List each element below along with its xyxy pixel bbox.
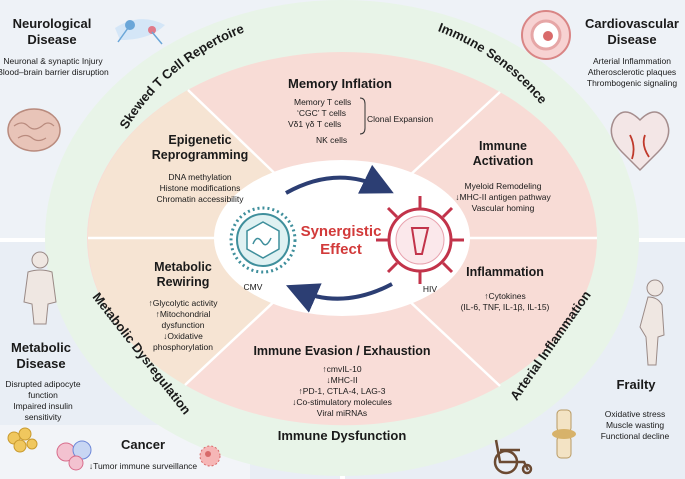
arrow-hiv-to-cmv [285,282,393,313]
activation-line-3: Vascular homing [472,203,535,213]
frailty-line-2: Muscle wasting [606,420,664,430]
rewiring-line-3: dysfunction [162,320,205,330]
fat-cells-icon [7,427,38,453]
clonal-expansion-label: Clonal Expansion [367,114,433,124]
cardio-title-2: Disease [607,32,656,47]
immune-cells-icon [56,440,92,471]
frailty-title: Frailty [616,377,656,392]
cmv-virus-icon [229,206,297,274]
cardio-title-1: Cardiovascular [585,16,679,31]
epigenetic-line-3: Chromatin accessibility [157,194,245,204]
activation-title-1: Immune [479,139,527,153]
knee-joint-icon [552,409,576,459]
rewiring-title-2: Rewiring [157,275,210,289]
segment-evasion-bg [185,238,500,426]
epigenetic-line-2: Histone modifications [160,183,241,193]
tumor-cell-icon [199,445,221,467]
epigenetic-title-1: Epigenetic [168,133,231,147]
frailty-line-3: Functional decline [601,431,670,441]
neuro-title-1: Neurological [13,16,92,31]
inflammation-title: Inflammation [466,265,544,279]
evasion-title: Immune Evasion / Exhaustion [253,344,430,358]
body-silhouette-icon [23,251,57,325]
wheelchair-icon [493,439,533,475]
evasion-line-1: ↑cmvIL-10 [322,364,361,374]
cardio-line-1: Arterial Inflammation [593,56,671,66]
metabolic-line-2: function [28,390,58,400]
arrow-cmv-to-hiv [285,164,394,195]
memory-line-3: Vδ1 γδ T cells [288,119,341,129]
cancer-title: Cancer [121,437,165,452]
evasion-line-2: ↓MHC-II [326,375,357,385]
rewiring-line-4: ↓Oxidative [163,331,203,341]
metabolic-line-4: sensitivity [25,412,63,422]
brain-icon [7,108,61,152]
cmv-label: CMV [244,282,263,292]
heart-icon [610,111,670,172]
activation-title-2: Activation [473,154,533,168]
epigenetic-line-1: DNA methylation [168,172,232,182]
evasion-line-4: ↓Co-stimulatory molecules [292,397,392,407]
artery-icon [521,10,571,60]
memory-line-4: NK cells [316,135,347,145]
metabolic-line-3: Impaired insulin [13,401,73,411]
hiv-virus-icon [376,196,464,284]
memory-line-2: ‘CGC’ T cells [297,108,346,118]
rewiring-line-2: ↑Mitochondrial [156,309,211,319]
center-oval [214,160,470,316]
memory-title: Memory Inflation [288,76,392,91]
metabolic-line-1: Disrupted adipocyte [5,379,80,389]
rewiring-line-1: ↑Glycolytic activity [149,298,219,308]
synergistic-label-2: Effect [320,241,362,258]
neuro-line-1: Neuronal & synaptic Injury [3,56,103,66]
inflammation-line-2: (IL-6, TNF, IL-1β, IL-15) [461,302,550,312]
hiv-label: HIV [423,284,438,294]
cancer-line-1: ↓Tumor immune surveillance [89,461,198,471]
metabolic-title-1: Metabolic [11,340,71,355]
neuro-title-2: Disease [27,32,76,47]
cardio-line-2: Atherosclerotic plaques [588,67,676,77]
memory-line-1: Memory T cells [294,97,351,107]
evasion-line-5: Viral miRNAs [317,408,367,418]
rewiring-title-1: Metabolic [154,260,212,274]
neurons-icon [115,19,165,45]
clonal-bracket [359,97,366,135]
elderly-person-icon [639,279,665,366]
cardio-line-3: Thrombogenic signaling [587,78,678,88]
rewiring-line-5: phosphorylation [153,342,213,352]
epigenetic-title-2: Reprogramming [152,148,249,162]
metabolic-title-2: Disease [16,356,65,371]
inflammation-line-1: ↑Cytokines [484,291,526,301]
ring-label-dysfunction: Immune Dysfunction [278,428,407,443]
frailty-line-1: Oxidative stress [605,409,665,419]
neuro-line-2: Blood–brain barrier disruption [0,67,109,77]
activation-line-1: Myeloid Remodeling [464,181,541,191]
synergistic-label-1: Synergistic [301,223,382,240]
activation-line-2: ↓MHC-II antigen pathway [455,192,551,202]
evasion-line-3: ↑PD-1, CTLA-4, LAG-3 [299,386,386,396]
